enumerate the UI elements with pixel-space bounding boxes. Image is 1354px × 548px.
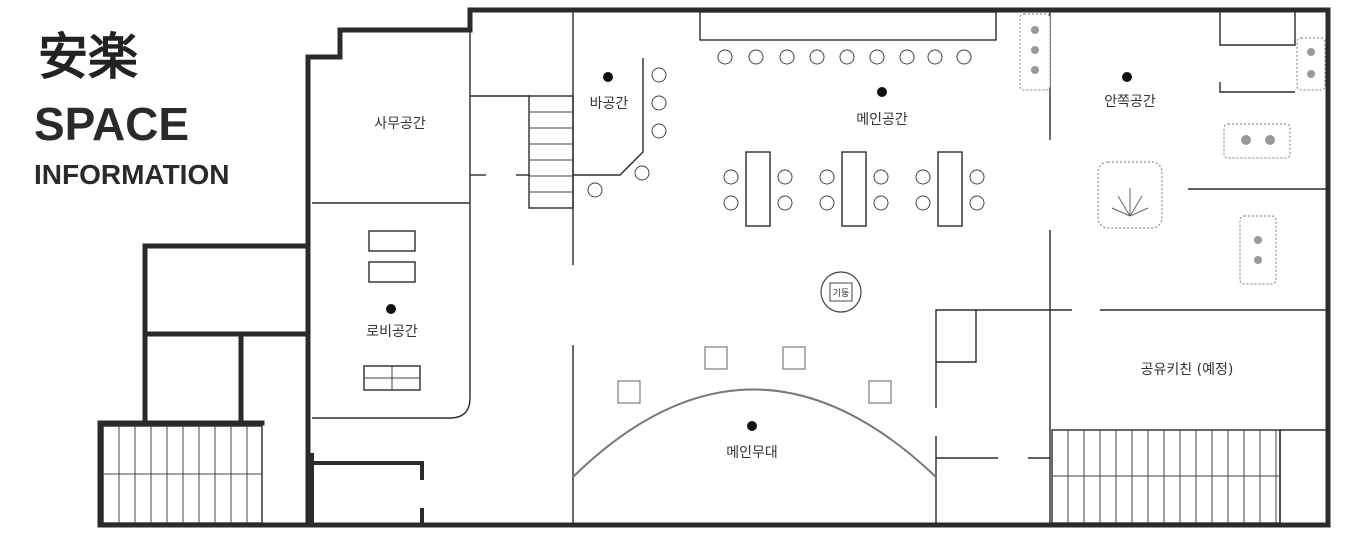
brand-title: SPACE xyxy=(34,98,189,150)
label-lobby: 로비공간 xyxy=(366,324,418,340)
counter-stools xyxy=(717,49,972,65)
stairs-center xyxy=(528,95,574,209)
room-labels: 사무공간 바공간 메인공간 안쪽공간 로비공간 공유키친 (예정) 메인무대 xyxy=(366,72,1233,461)
marker-stage xyxy=(747,421,757,431)
outer-walls xyxy=(97,7,1331,528)
marker-inner xyxy=(1122,72,1132,82)
pillar: 기둥 xyxy=(820,271,862,313)
pillar-label: 기둥 xyxy=(833,288,850,299)
stairs-right xyxy=(1051,429,1281,524)
label-office: 사무공간 xyxy=(374,116,426,132)
stage-area xyxy=(572,346,937,478)
brand-logo: 安楽 xyxy=(38,27,138,86)
marker-bar xyxy=(603,72,613,82)
dining-tables xyxy=(723,151,985,227)
label-kitchen: 공유키친 (예정) xyxy=(1141,362,1234,378)
marker-lobby xyxy=(386,304,396,314)
brand-block: 安楽 SPACE INFORMATION xyxy=(34,27,229,190)
lobby-furniture xyxy=(363,230,421,391)
label-inner: 안쪽공간 xyxy=(1104,94,1156,110)
bar-stools xyxy=(587,67,667,198)
plants xyxy=(1019,13,1326,285)
marker-main xyxy=(877,87,887,97)
label-bar: 바공간 xyxy=(590,96,629,112)
label-stage: 메인무대 xyxy=(726,445,778,461)
brand-subtitle: INFORMATION xyxy=(34,159,229,190)
interior-walls xyxy=(312,11,1326,523)
label-main: 메인공간 xyxy=(856,112,908,128)
stairs-left xyxy=(102,425,263,524)
